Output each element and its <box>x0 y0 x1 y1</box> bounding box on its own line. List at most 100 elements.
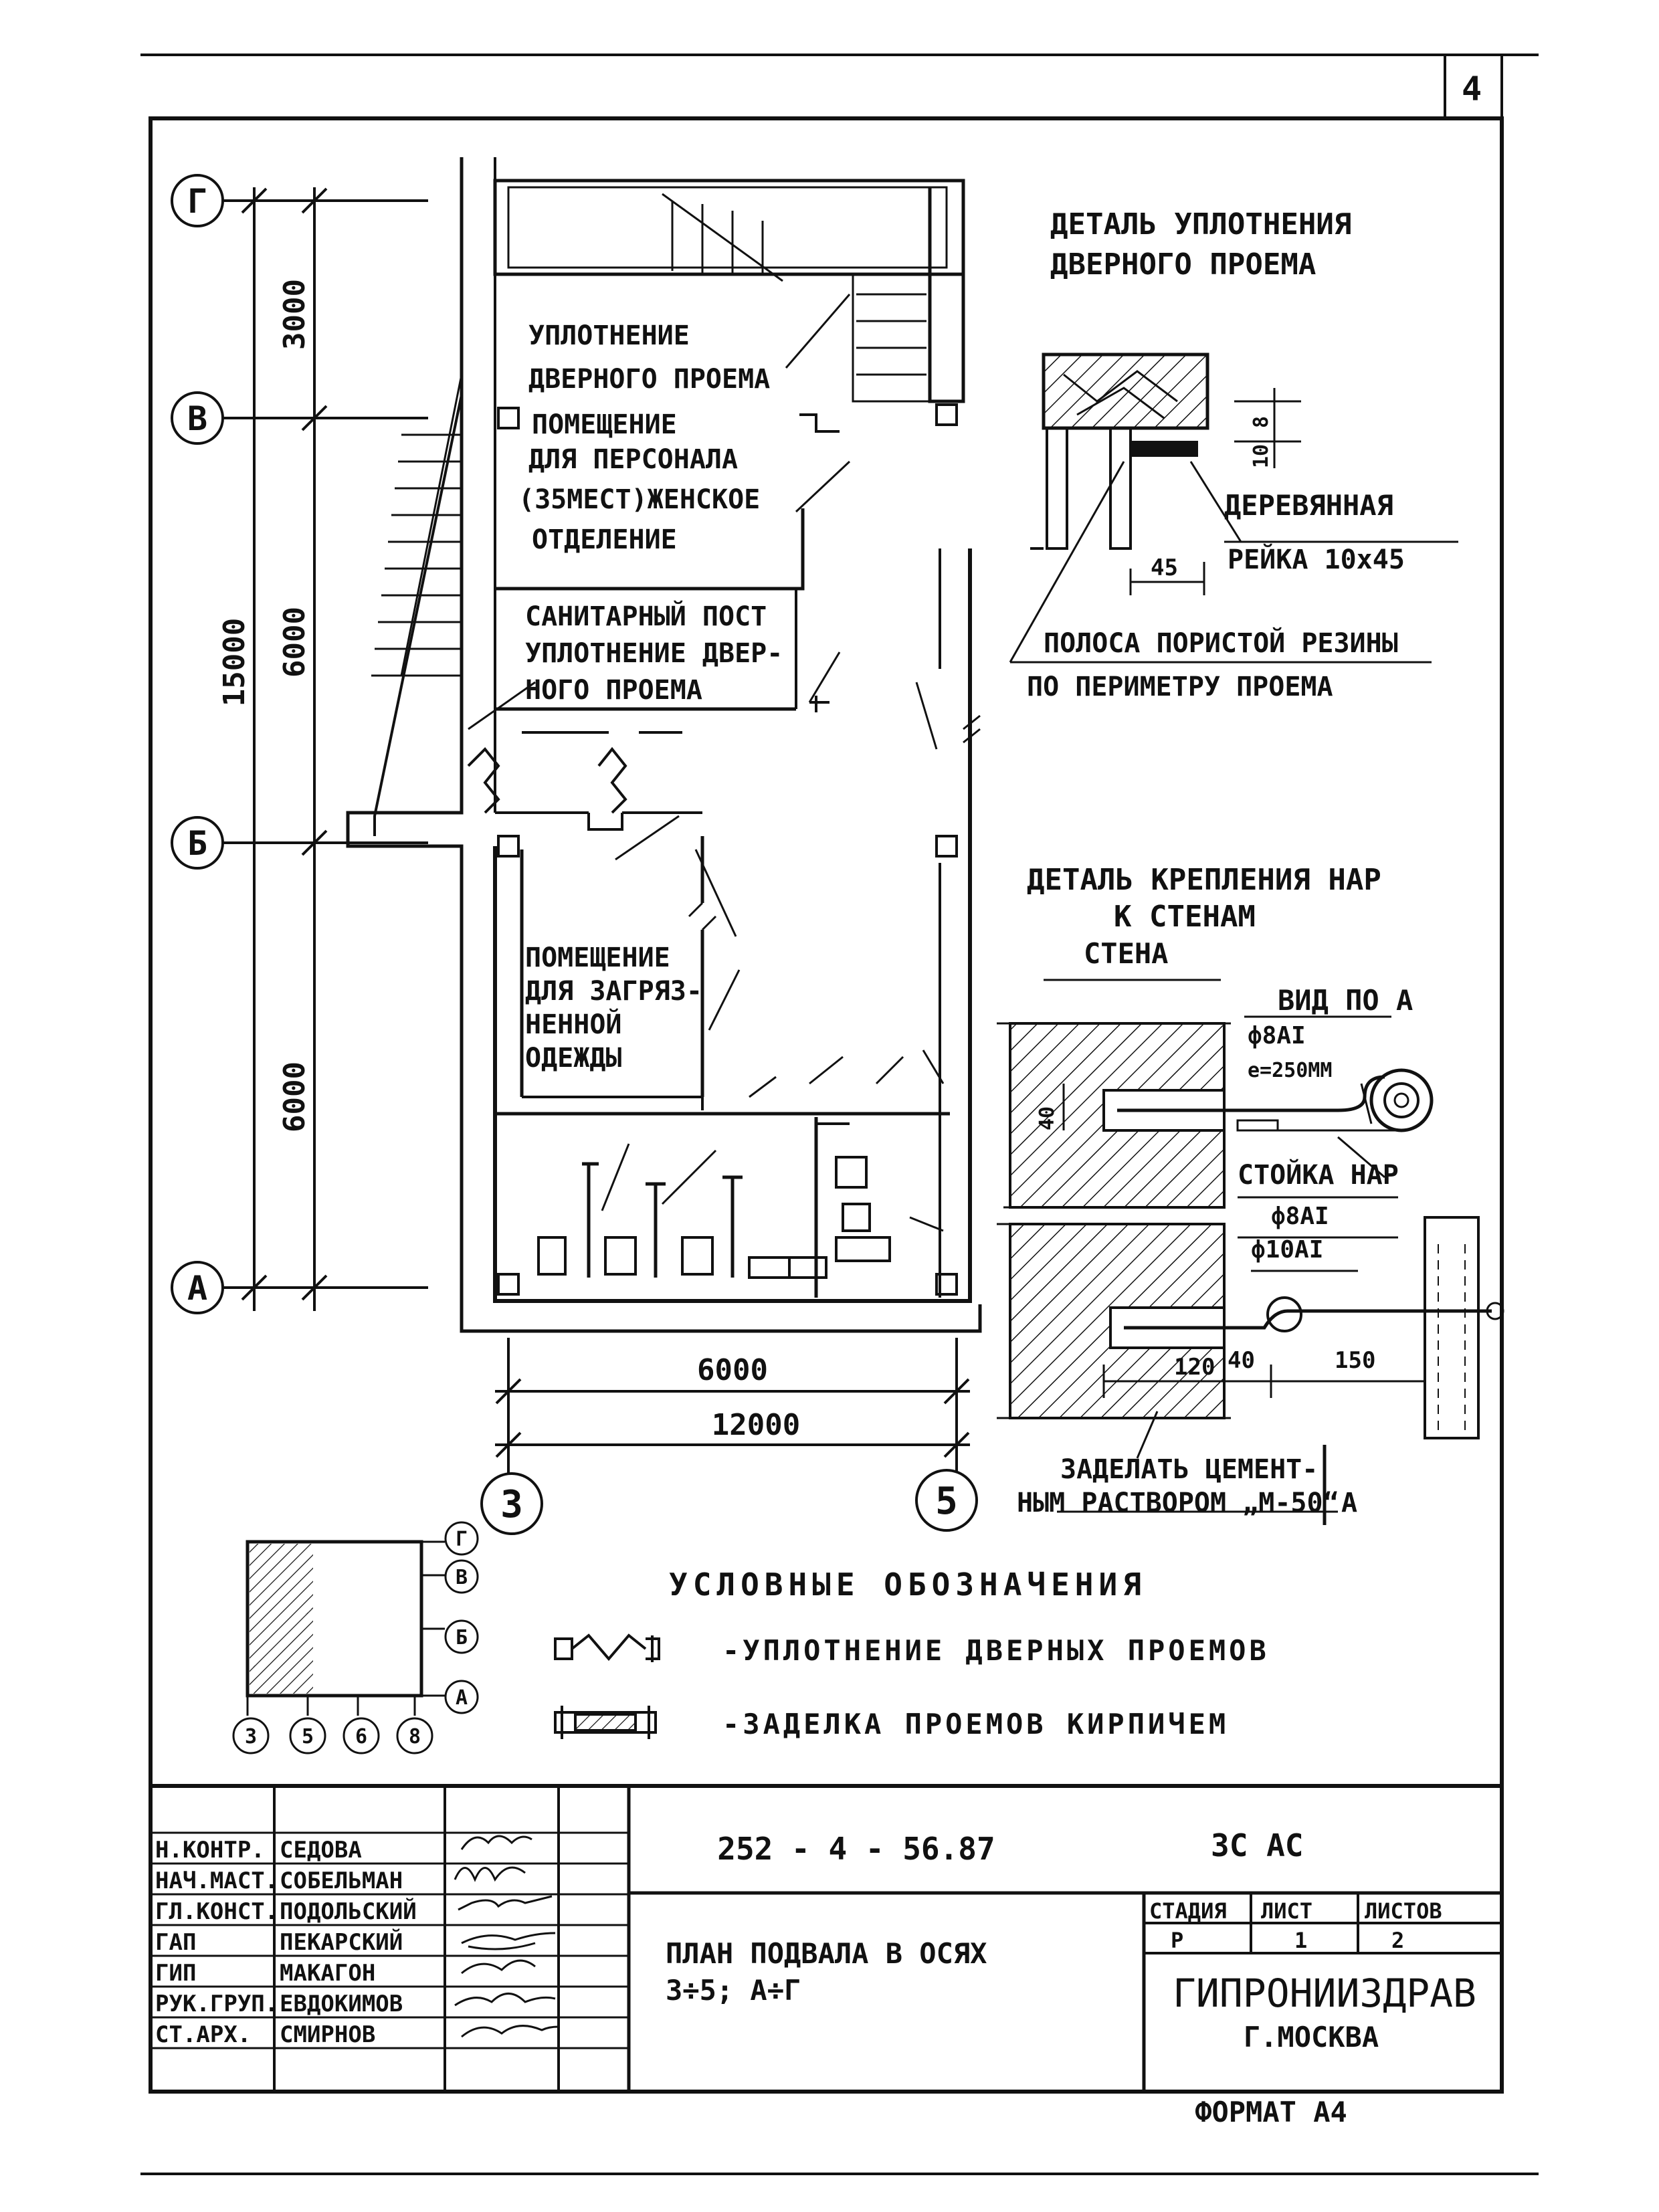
label-dirty-clothes-2: ДЛЯ ЗАГРЯЗ- <box>525 976 702 1007</box>
svg-text:Г: Г <box>456 1528 468 1551</box>
svg-text:3: 3 <box>245 1725 257 1748</box>
legend: УСЛОВНЫЕ ОБОЗНАЧЕНИЯ -УПЛОТНЕНИЕ ДВЕРНЫХ… <box>554 1567 1270 1740</box>
title-block-text: 252 - 4 - 56.87 ЗС АС ПЛАН ПОДВАЛА В ОСЯ… <box>666 1827 1476 2128</box>
svg-text:е=250ММ: е=250ММ <box>1248 1059 1332 1082</box>
key-plan <box>232 1521 479 1754</box>
svg-text:Р: Р <box>1171 1928 1183 1953</box>
document-code: 252 - 4 - 56.87 <box>717 1831 995 1867</box>
svg-text:5: 5 <box>935 1480 958 1523</box>
svg-text:В: В <box>456 1566 468 1589</box>
bunk-fastening-text: ДЕТАЛЬ КРЕПЛЕНИЯ НАР К СТЕНАМ СТЕНА ВИД … <box>1017 863 1413 1518</box>
axis-bubble-5: 5 <box>915 1469 978 1532</box>
label-wall: СТЕНА <box>1084 937 1168 970</box>
label-door-seal-top: УПЛОТНЕНИЕ <box>528 320 690 351</box>
svg-text:ПЕКАРСКИЙ: ПЕКАРСКИЙ <box>280 1928 403 1956</box>
axis-bubble-V: В <box>171 391 224 445</box>
label-staff-room-2: ДЛЯ ПЕРСОНАЛА <box>528 444 738 475</box>
legend-item-seal: -УПЛОТНЕНИЕ ДВЕРНЫХ ПРОЕМОВ <box>722 1634 1270 1667</box>
svg-text:Г: Г <box>187 182 207 221</box>
svg-text:ГЛ.КОНСТ.: ГЛ.КОНСТ. <box>155 1898 278 1925</box>
svg-text:СМИРНОВ: СМИРНОВ <box>280 2021 375 2048</box>
dim-6000-horizontal: 6000 <box>697 1353 768 1387</box>
svg-text:СТ.АРХ.: СТ.АРХ. <box>155 2021 251 2048</box>
svg-text:ЕВДОКИМОВ: ЕВДОКИМОВ <box>280 1991 403 2017</box>
svg-text:40: 40 <box>1228 1347 1255 1374</box>
svg-text:ф8АI: ф8АI <box>1248 1022 1306 1049</box>
svg-text:ЛИСТ: ЛИСТ <box>1261 1898 1312 1924</box>
svg-text:Б: Б <box>187 824 207 863</box>
label-dirty-clothes-3: НЕННОЙ <box>525 1008 622 1040</box>
svg-text:В: В <box>187 399 207 438</box>
svg-text:10: 10 <box>1250 444 1273 468</box>
label-bunk-post: СТОЙКА НАР <box>1238 1159 1399 1191</box>
drawing-title-2: 3÷5; А÷Г <box>666 1974 801 2007</box>
dim-6000-top: 6000 <box>278 607 312 678</box>
key-plan-labels: Г В Б А 3 5 6 8 <box>245 1528 468 1748</box>
svg-text:6: 6 <box>355 1725 367 1748</box>
label-dirty-clothes: ПОМЕЩЕНИЕ <box>525 942 670 973</box>
legend-item-brick: -ЗАДЕЛКА ПРОЕМОВ КИРПИЧЕМ <box>722 1708 1229 1740</box>
dim-12000-horizontal: 12000 <box>712 1408 800 1442</box>
svg-text:8: 8 <box>1250 416 1273 428</box>
svg-text:Б: Б <box>456 1626 468 1649</box>
label-cement-mortar: ЗАДЕЛАТЬ ЦЕМЕНТ- <box>1060 1454 1318 1485</box>
svg-text:СОБЕЛЬМАН: СОБЕЛЬМАН <box>280 1868 403 1894</box>
label-section-a: А <box>1341 1488 1357 1518</box>
svg-text:СТАДИЯ: СТАДИЯ <box>1149 1898 1227 1924</box>
label-sanitary-post: САНИТАРНЫЙ ПОСТ <box>525 600 767 632</box>
svg-text:45: 45 <box>1151 555 1178 581</box>
svg-text:НАЧ.МАСТ.: НАЧ.МАСТ. <box>155 1868 278 1894</box>
bunk-fastening-detail <box>997 979 1504 1525</box>
svg-text:ф8АI: ф8АI <box>1271 1203 1329 1230</box>
sheet-format: ФОРМАТ А4 <box>1195 2096 1347 2128</box>
legend-symbol-seal <box>554 1633 660 1662</box>
organization: ГИПРОНИИЗДРАВ <box>1173 1971 1476 2016</box>
sheet-corner-number: 4 <box>1462 70 1482 108</box>
svg-text:40: 40 <box>1036 1106 1059 1130</box>
svg-text:2: 2 <box>1391 1928 1404 1953</box>
dim-3000: 3000 <box>278 279 312 350</box>
svg-text:3: 3 <box>500 1483 523 1526</box>
label-cement-mortar-2: НЫМ РАСТВОРОМ „М-50“ <box>1017 1488 1339 1518</box>
title-block <box>151 1784 1502 2093</box>
svg-text:А: А <box>187 1269 207 1308</box>
signature-marks <box>454 1835 559 2038</box>
svg-text:ПОДОЛЬСКИЙ: ПОДОЛЬСКИЙ <box>280 1898 417 1925</box>
title-block-roles: Н.КОНТР. НАЧ.МАСТ. ГЛ.КОНСТ. ГАП ГИП РУК… <box>155 1837 278 2048</box>
label-staff-room-4: ОТДЕЛЕНИЕ <box>532 524 677 555</box>
sheet-frame <box>140 54 1539 2175</box>
detail-door-title: ДЕТАЛЬ УПЛОТНЕНИЯ <box>1050 207 1351 241</box>
svg-text:120: 120 <box>1174 1354 1215 1381</box>
dim-6000-bottom: 6000 <box>278 1062 312 1132</box>
label-sanitary-post-3: НОГО ПРОЕМА <box>525 675 702 706</box>
label-view-a: ВИД ПО А <box>1278 984 1413 1017</box>
label-rubber-strip-2: ПО ПЕРИМЕТРУ ПРОЕМА <box>1027 672 1333 702</box>
title-block-names: СЕДОВА СОБЕЛЬМАН ПОДОЛЬСКИЙ ПЕКАРСКИЙ МА… <box>280 1837 417 2048</box>
svg-text:1: 1 <box>1294 1928 1307 1953</box>
door-seal-detail <box>1009 353 1458 664</box>
dim-15000: 15000 <box>217 618 252 706</box>
document-set: ЗС АС <box>1211 1827 1303 1864</box>
axis-bubble-3: 3 <box>480 1472 543 1535</box>
detail-bunk-title: ДЕТАЛЬ КРЕПЛЕНИЯ НАР <box>1027 863 1381 897</box>
svg-text:ГАП: ГАП <box>155 1929 196 1956</box>
svg-text:ЛИСТОВ: ЛИСТОВ <box>1365 1898 1442 1924</box>
label-wooden-strip: ДЕРЕВЯННАЯ <box>1224 489 1393 522</box>
label-dirty-clothes-4: ОДЕЖДЫ <box>525 1043 622 1074</box>
svg-text:Н.КОНТР.: Н.КОНТР. <box>155 1837 265 1864</box>
label-door-seal-top-2: ДВЕРНОГО ПРОЕМА <box>528 364 770 395</box>
svg-text:ГИП: ГИП <box>155 1960 196 1987</box>
label-sanitary-post-2: УПЛОТНЕНИЕ ДВЕР- <box>525 638 783 669</box>
detail-door-title-2: ДВЕРНОГО ПРОЕМА <box>1050 247 1316 282</box>
legend-title: УСЛОВНЫЕ ОБОЗНАЧЕНИЯ <box>669 1567 1147 1603</box>
svg-text:5: 5 <box>302 1725 314 1748</box>
detail-bunk-title-2: К СТЕНАМ <box>1114 900 1256 934</box>
basement-plan <box>346 157 982 1333</box>
svg-text:А: А <box>456 1686 468 1710</box>
axis-bubble-B: Б <box>171 816 224 870</box>
svg-text:ф10АI: ф10АI <box>1251 1236 1323 1264</box>
label-staff-room: ПОМЕЩЕНИЕ <box>532 409 677 440</box>
svg-text:8: 8 <box>409 1725 421 1748</box>
svg-text:СЕДОВА: СЕДОВА <box>280 1837 362 1864</box>
